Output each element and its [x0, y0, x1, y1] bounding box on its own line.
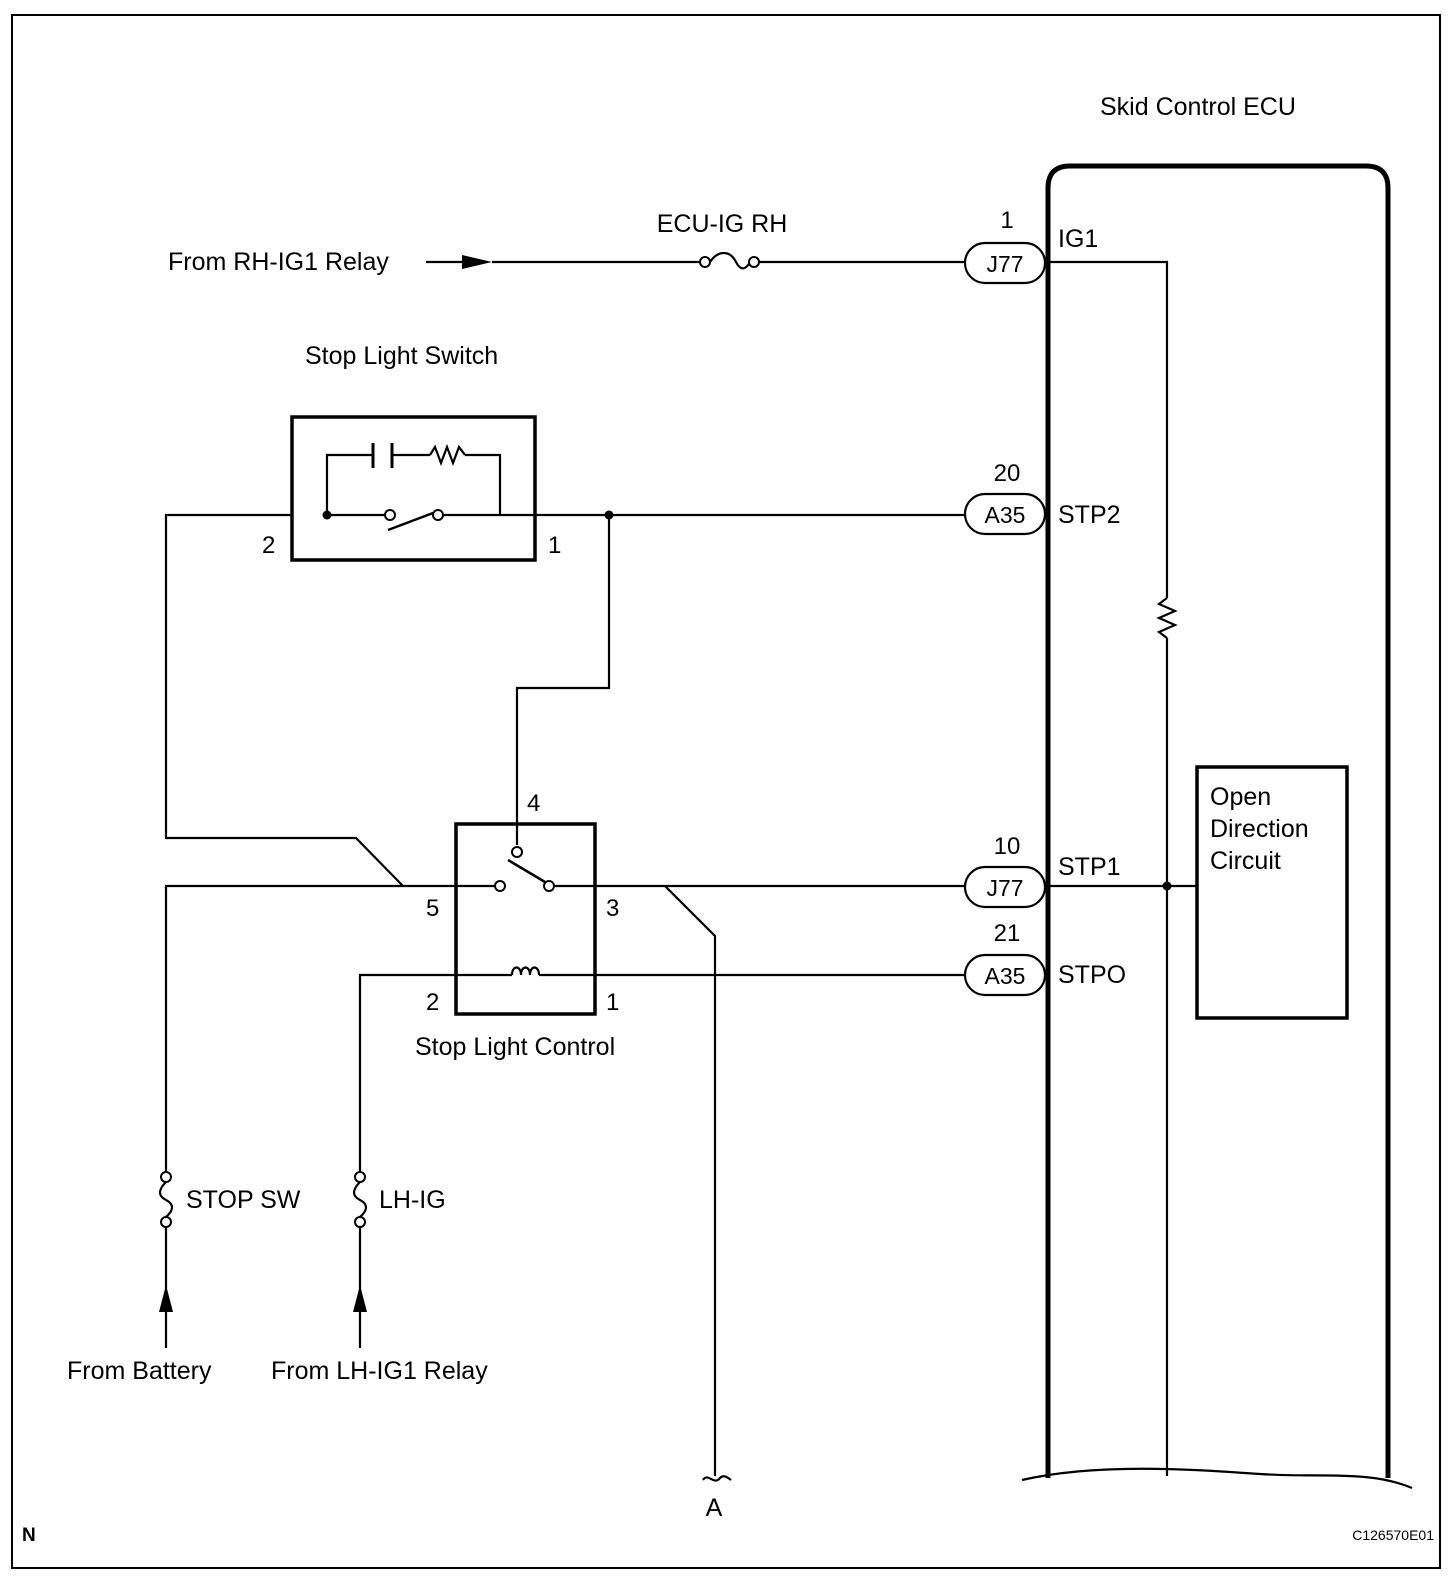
fuse-ecu-ig-rh-label: ECU-IG RH — [657, 210, 788, 238]
odc-line-3: Circuit — [1210, 847, 1281, 875]
connector-id: J77 — [986, 251, 1023, 277]
fuse-terminal — [160, 1216, 172, 1228]
fuse-terminal — [748, 256, 760, 268]
wire-battery — [164, 884, 456, 1172]
slc-pin-3: 3 — [606, 895, 619, 922]
wire-stp2-to-control — [515, 515, 611, 845]
slc-pin-1: 1 — [606, 989, 619, 1016]
terminal-signal-ig1: IG1 — [1058, 225, 1098, 253]
slc-pin-2: 2 — [426, 989, 439, 1016]
terminal-pin-stp2: 20 — [994, 460, 1021, 487]
terminal-signal-stp2: STP2 — [1058, 501, 1121, 529]
fuse-terminal — [354, 1216, 366, 1228]
fuse-terminal — [160, 1171, 172, 1183]
terminal-pin-stpo: 21 — [994, 920, 1021, 947]
stop-light-switch-title: Stop Light Switch — [305, 342, 498, 370]
coil-icon — [510, 966, 541, 976]
terminal-signal-stp1: STP1 — [1058, 853, 1121, 881]
fuse-lh-ig-label: LH-IG — [379, 1186, 446, 1214]
figure-id: C126570E01 — [1352, 1527, 1434, 1543]
fuse-icon — [352, 1181, 368, 1218]
pullup-resistor — [1156, 597, 1178, 639]
stop-light-switch-box — [290, 415, 537, 562]
switch-contact — [494, 880, 506, 892]
ecu-internal-wire — [1048, 260, 1169, 598]
ecu-break-line — [1021, 1467, 1413, 1490]
stop-light-control-box — [454, 822, 597, 1016]
corner-mark: N — [22, 1525, 36, 1546]
arrow-head-icon — [159, 1285, 173, 1312]
stop-light-control-title: Stop Light Control — [415, 1033, 615, 1061]
sls-internal-wire — [325, 453, 372, 515]
fuse-stop-sw-label: STOP SW — [186, 1186, 301, 1214]
terminal-pin-ig1: 1 — [1000, 207, 1013, 234]
fuse-icon — [158, 1181, 174, 1218]
odc-line-2: Direction — [1210, 815, 1309, 843]
arrow-head-icon — [353, 1285, 367, 1312]
capacitor-icon — [371, 443, 394, 468]
sls-pin-1: 1 — [548, 532, 561, 559]
resistor-icon — [429, 443, 466, 467]
connector-id: J77 — [986, 875, 1023, 901]
connector-id: A35 — [985, 963, 1026, 989]
slc-pin-5: 5 — [426, 895, 439, 922]
diagram-frame — [11, 14, 1441, 1569]
source-lh-ig1: From LH-IG1 Relay — [271, 1357, 488, 1385]
connector-id: A35 — [985, 502, 1026, 528]
off-page-label-a: A — [706, 1494, 723, 1522]
junction-dot — [1162, 881, 1172, 891]
source-battery: From Battery — [67, 1357, 212, 1385]
wire-lh-ig — [358, 973, 456, 1172]
ecu-title: Skid Control ECU — [1100, 93, 1296, 121]
wire-switch-pin2 — [164, 513, 404, 887]
terminal-pin-stp1: 10 — [994, 833, 1021, 860]
switch-contact — [543, 880, 555, 892]
wire-break-icon — [702, 1475, 732, 1482]
switch-contact — [432, 509, 444, 521]
source-rh-ig1: From RH-IG1 Relay — [168, 248, 389, 276]
switch-blade-icon — [387, 511, 434, 532]
ecu-body — [1045, 163, 1391, 1478]
terminal-signal-stpo: STPO — [1058, 961, 1126, 989]
switch-contact — [384, 509, 396, 521]
slc-pin-4: 4 — [527, 790, 540, 817]
odc-line-1: Open — [1210, 783, 1271, 811]
switch-blade-icon — [507, 858, 546, 884]
sls-pin-2: 2 — [262, 532, 275, 559]
arrow-head-icon — [462, 255, 492, 269]
sls-internal-wire — [465, 453, 502, 515]
open-direction-circuit-box — [1195, 765, 1349, 1020]
fuse-terminal — [699, 256, 711, 268]
wire-to-a — [664, 885, 717, 1476]
switch-contact — [511, 846, 523, 858]
fuse-icon — [709, 251, 751, 270]
fuse-terminal — [354, 1171, 366, 1183]
